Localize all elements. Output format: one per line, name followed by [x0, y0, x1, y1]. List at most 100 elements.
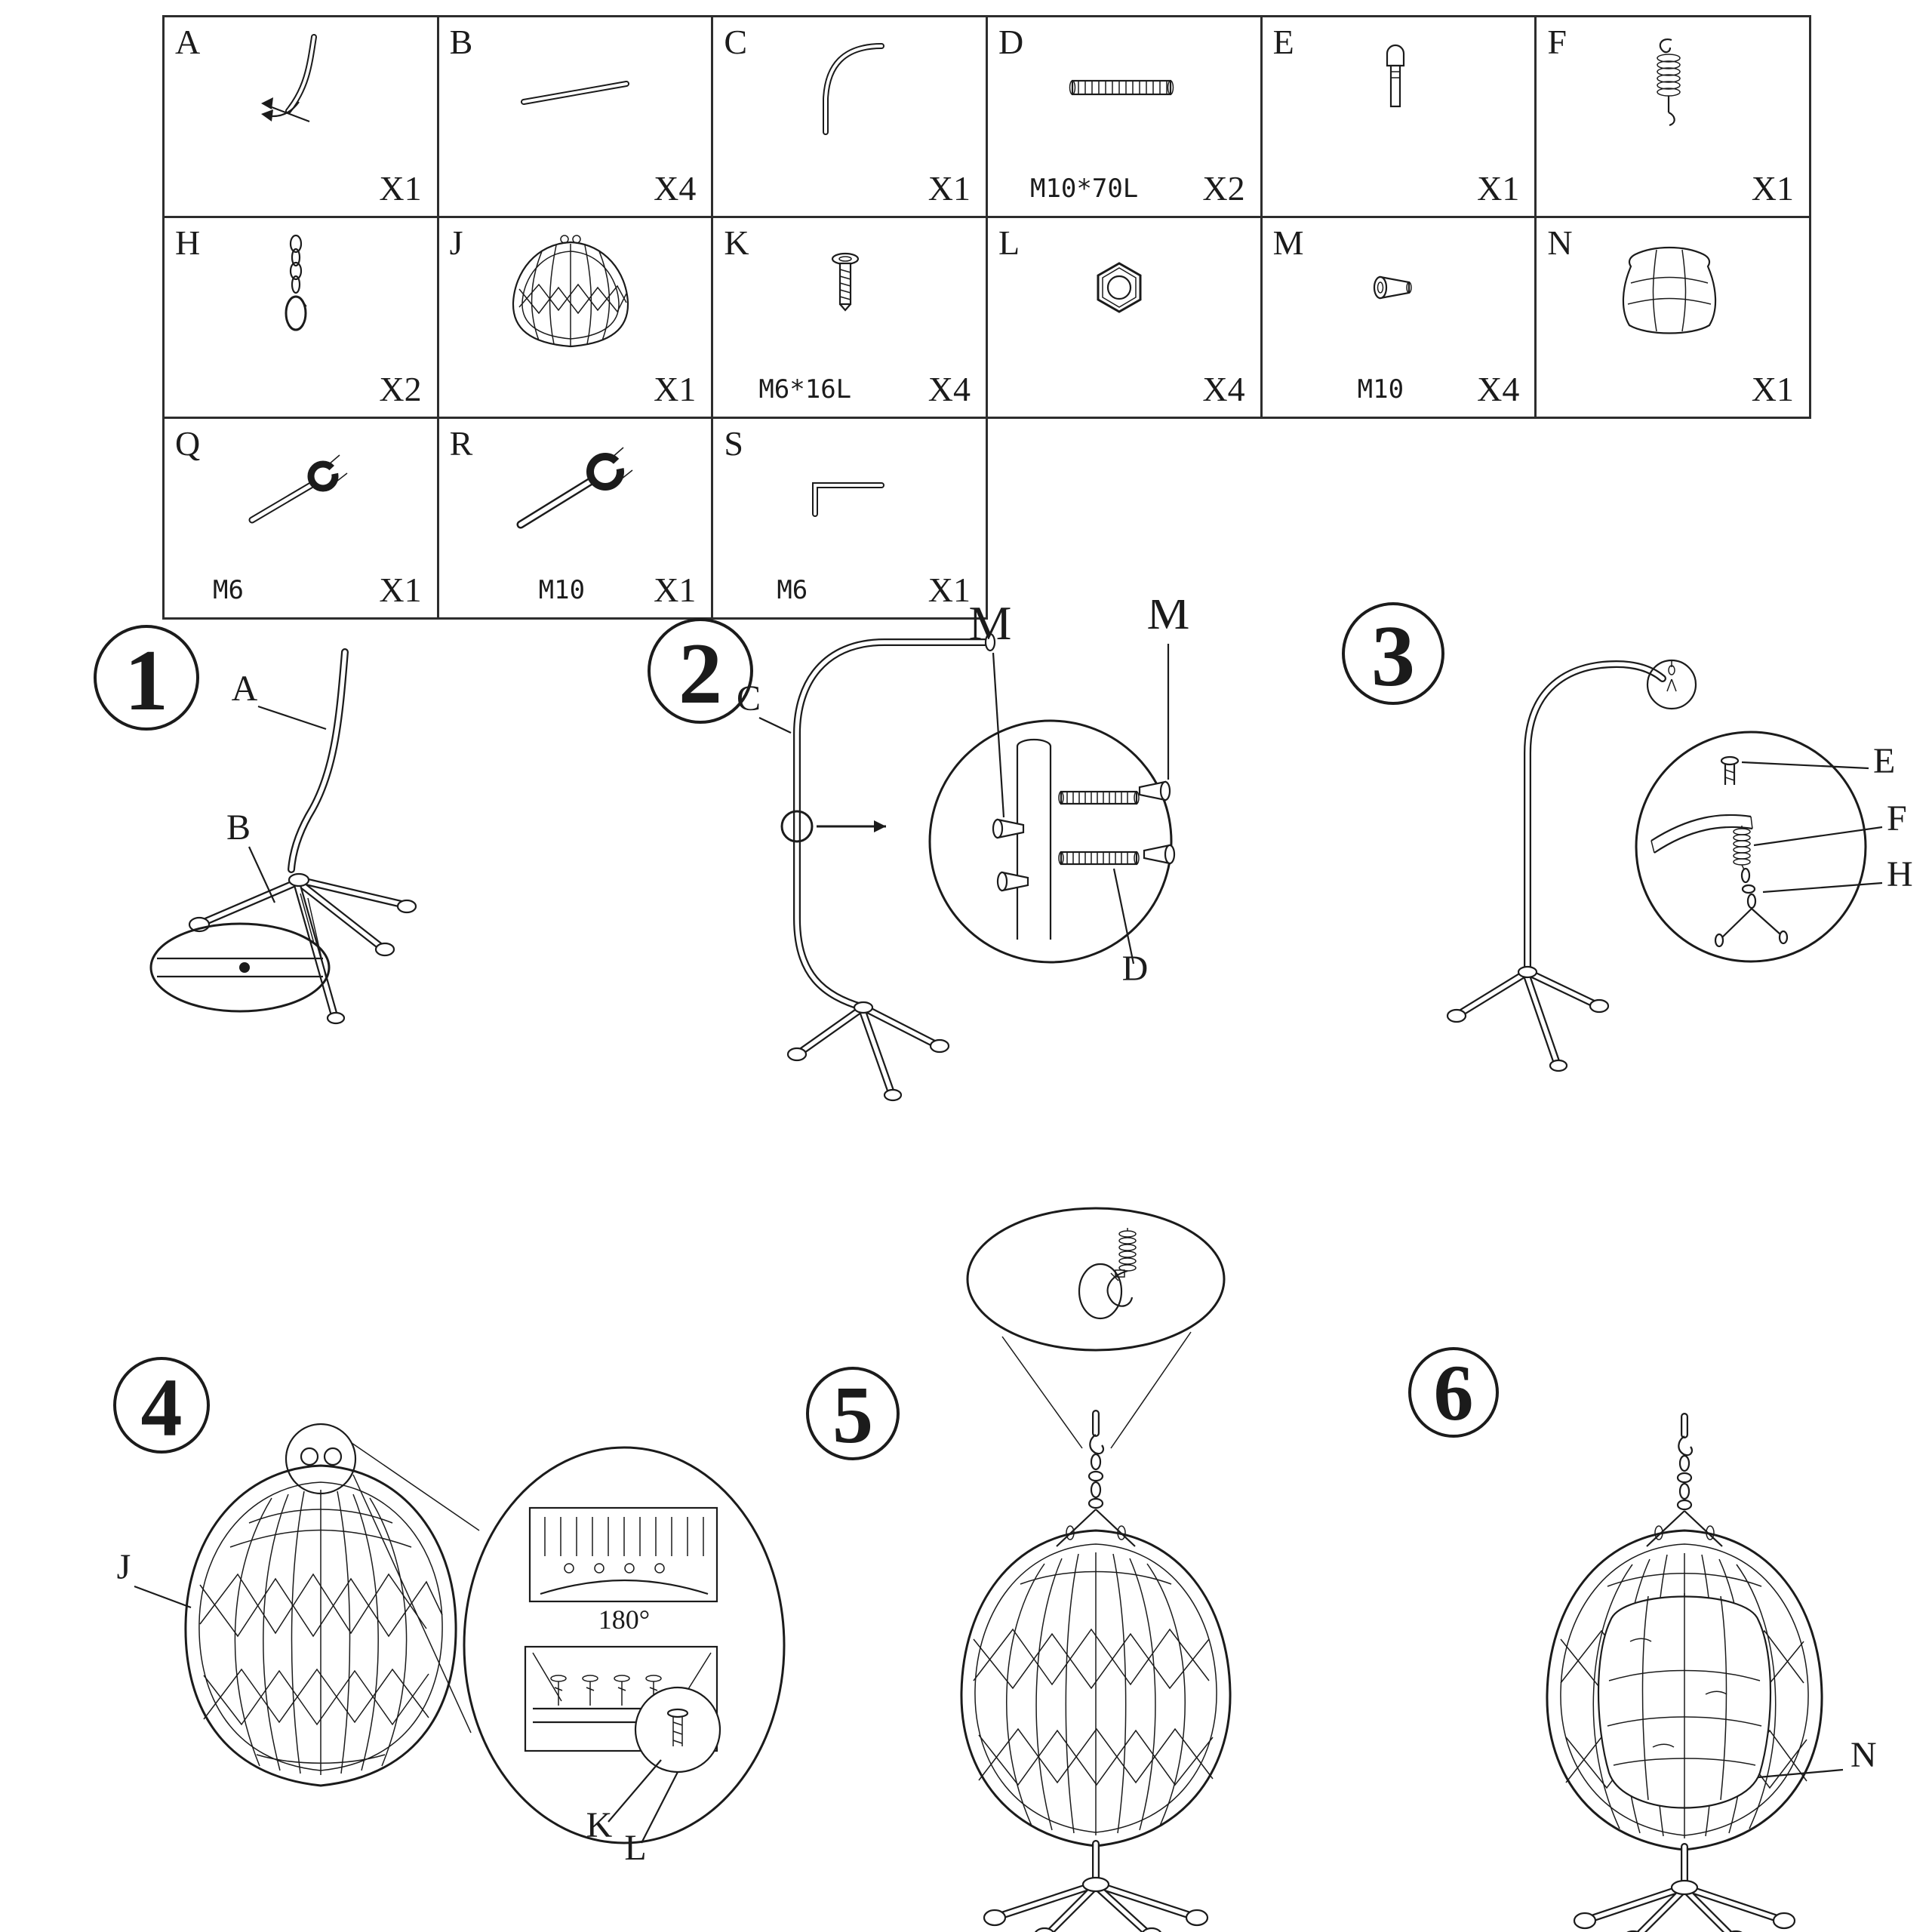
part-qty-n: X1	[1751, 370, 1794, 408]
allen-key-icon	[811, 482, 884, 517]
egg-basket-icon	[512, 235, 629, 348]
label-part-n: N	[1850, 1735, 1877, 1775]
hanger-detail-callout	[966, 1207, 1226, 1352]
part-cell-m: M M10 X4	[1262, 218, 1537, 419]
part-cell-r: R M10 X1	[438, 419, 714, 620]
part-qty-h: X2	[379, 370, 422, 408]
part-letter-b: B	[449, 23, 473, 61]
label-part-d: D	[1122, 949, 1149, 989]
step-4-detail-callout: 180°	[463, 1446, 786, 1844]
label-part-k: K	[586, 1805, 613, 1845]
step-3-diagram: 3	[1342, 602, 1913, 1072]
label-part-f: F	[1887, 798, 1907, 838]
bracket-screws	[550, 1675, 662, 1706]
screw-detail-circle	[634, 1686, 721, 1774]
part-spec-q: M6	[213, 575, 244, 605]
part-qty-e: X1	[1477, 169, 1520, 208]
step-4-number: 4	[141, 1361, 183, 1454]
curved-tube-icon	[822, 43, 884, 135]
threaded-rod-icon	[1069, 79, 1174, 96]
egg-chair-hanging	[960, 1529, 1232, 1847]
label-part-b: B	[226, 808, 251, 848]
wrench-small-icon	[248, 454, 352, 524]
part-cell-d: D M10*70L X2	[987, 17, 1263, 218]
part-spec-m: M10	[1357, 374, 1404, 405]
part-letter-s: S	[724, 424, 743, 463]
part-cell-q: Q M6 X1	[165, 419, 439, 620]
chain-hook-icon	[285, 234, 307, 331]
angle-label: 180°	[598, 1604, 650, 1635]
hook-rod-icon	[261, 34, 318, 123]
part-letter-n: N	[1547, 223, 1573, 262]
part-spec-r: M10	[538, 575, 586, 605]
cushion-n	[1597, 1593, 1772, 1809]
hinge-inset-180	[528, 1506, 718, 1603]
straight-bar-icon	[520, 81, 629, 105]
part-spec-s: M6	[777, 575, 808, 605]
part-letter-q: Q	[175, 424, 201, 463]
part-cell-n: N X1	[1537, 218, 1811, 419]
cushion-icon	[1622, 246, 1716, 334]
part-spec-d: M10*70L	[1029, 174, 1139, 204]
part-cell-c: C X1	[713, 17, 988, 218]
connection-point-ring	[780, 810, 814, 843]
bracket-inset	[524, 1645, 718, 1752]
step-1-number-badge: 1	[94, 625, 199, 731]
part-letter-l: L	[998, 223, 1020, 262]
cone-nut-m-3	[1138, 780, 1171, 801]
part-cell-k: K M6*16L X4	[713, 218, 988, 419]
label-part-j: J	[117, 1547, 131, 1587]
part-letter-j: J	[449, 223, 463, 262]
step-1-number: 1	[125, 632, 168, 729]
part-cell-a: A X1	[165, 17, 439, 218]
cone-nut-icon	[1373, 275, 1412, 300]
label-part-a: A	[232, 669, 258, 709]
part-qty-l: X4	[1202, 370, 1245, 408]
part-cell-s: S M6 X1	[713, 419, 988, 620]
threaded-rod-d-2	[1058, 851, 1140, 866]
spring-f	[1733, 826, 1751, 870]
stand-base-legs	[188, 872, 417, 1025]
wrench-large-icon	[516, 447, 635, 529]
label-part-c: C	[737, 678, 761, 718]
step-4-number-badge: 4	[113, 1357, 210, 1454]
step-2-detail-callout	[928, 719, 1176, 964]
label-part-e: E	[1873, 741, 1895, 781]
label-part-m-2: M	[1147, 600, 1190, 639]
step-6-number: 6	[1434, 1349, 1474, 1437]
c-pole	[793, 632, 996, 1011]
part-letter-d: D	[998, 23, 1024, 61]
pin-e	[1720, 755, 1740, 785]
part-letter-e: E	[1272, 23, 1294, 61]
step-5-number-badge: 5	[806, 1367, 900, 1460]
chain-h	[1714, 867, 1789, 948]
parts-table: A X1 B X4 C X1	[162, 15, 1811, 620]
threaded-rod-d-1	[1058, 790, 1140, 805]
pole-arc-section	[1651, 814, 1753, 854]
part-qty-d: X2	[1202, 169, 1245, 208]
label-part-h: H	[1887, 854, 1913, 894]
part-cell-b: B X4	[438, 17, 714, 218]
part-letter-f: F	[1547, 23, 1567, 61]
part-letter-a: A	[175, 23, 201, 61]
part-letter-k: K	[724, 223, 749, 262]
zoom-arrow	[817, 820, 886, 832]
step-3-number: 3	[1371, 608, 1415, 705]
egg-chair-basket	[184, 1423, 457, 1787]
part-spec-k: M6*16L	[758, 374, 852, 405]
c-pole-base	[786, 1001, 950, 1102]
part-letter-h: H	[175, 223, 201, 262]
step-4-diagram: 4 J 180°	[113, 1357, 786, 1868]
hanging-hardware	[1056, 1410, 1136, 1547]
step-5-diagram: 5	[806, 1207, 1232, 1932]
step-2-number-badge: 2	[648, 618, 753, 724]
step-5-number: 5	[832, 1371, 873, 1460]
part-qty-q: X1	[379, 571, 422, 609]
assembled-stand	[1446, 660, 1666, 1072]
cone-nut-m-2	[996, 871, 1029, 892]
part-qty-a: X1	[379, 169, 422, 208]
step-2-number: 2	[678, 626, 722, 722]
part-qty-m: X4	[1477, 370, 1520, 408]
stand-base	[983, 1840, 1209, 1932]
